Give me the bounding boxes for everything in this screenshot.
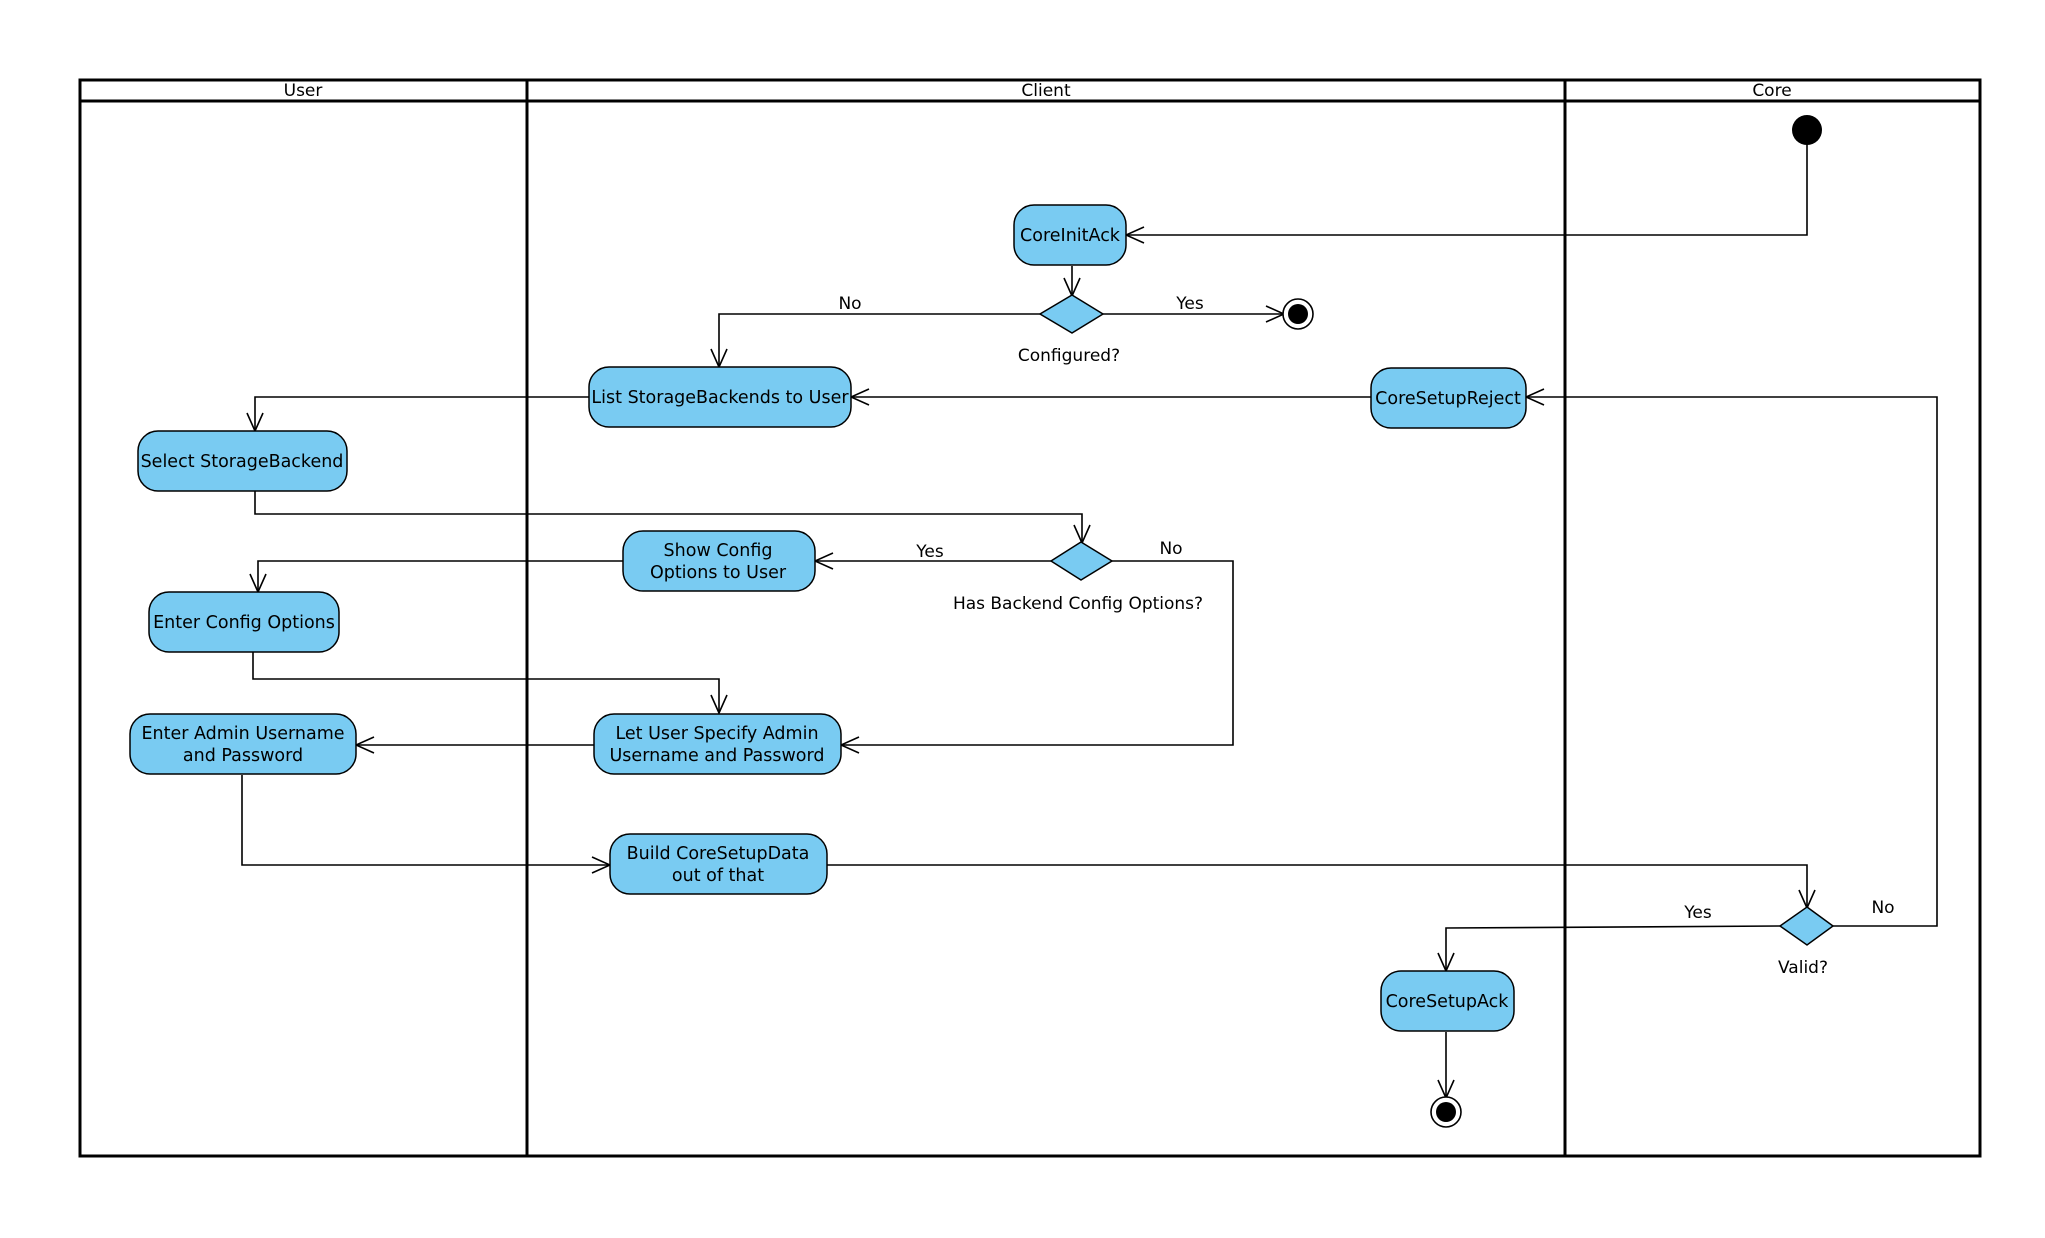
lane-title-client: Client bbox=[1021, 81, 1071, 101]
flow-configured-no bbox=[719, 313, 1040, 367]
flow-decision-no bbox=[841, 560, 1234, 745]
control-flows bbox=[241, 142, 1938, 1098]
flow-list-to-select bbox=[255, 396, 589, 431]
guard-configured-yes: Yes bbox=[1175, 294, 1204, 314]
guard-config-options-no: No bbox=[1159, 539, 1182, 559]
initial-node bbox=[1792, 115, 1822, 145]
flow-show-to-enter-config bbox=[258, 560, 623, 592]
final-node-configured-dot bbox=[1288, 304, 1308, 324]
decision-has-config-options bbox=[1049, 541, 1114, 581]
action-label-line-2: Options to User bbox=[650, 563, 787, 583]
lane-title-core: Core bbox=[1752, 81, 1791, 101]
decision-label-configured: Configured? bbox=[1018, 346, 1120, 366]
action-label: Select StorageBackend bbox=[141, 452, 344, 472]
action-show-config-options: Show Config Options to User bbox=[622, 530, 816, 592]
decision-label-valid: Valid? bbox=[1778, 958, 1828, 978]
action-label: List StorageBackends to User bbox=[591, 388, 849, 408]
action-enter-admin-credentials: Enter Admin Username and Password bbox=[129, 713, 357, 775]
action-label: CoreSetupReject bbox=[1375, 389, 1521, 409]
guard-valid-yes: Yes bbox=[1683, 903, 1712, 923]
flow-build-to-valid bbox=[827, 864, 1807, 908]
swimlane-frame bbox=[78, 78, 1982, 1158]
action-core-setup-ack: CoreSetupAck bbox=[1380, 970, 1515, 1032]
action-build-core-setup-data: Build CoreSetupData out of that bbox=[609, 833, 828, 895]
action-label: CoreInitAck bbox=[1020, 226, 1121, 246]
action-label-line-2: out of that bbox=[672, 866, 764, 886]
action-label: Enter Config Options bbox=[153, 613, 335, 633]
action-label-line-1: Show Config bbox=[664, 541, 773, 561]
action-core-init-ack: CoreInitAck bbox=[1013, 204, 1127, 266]
decision-nodes: Configured? Has Backend Config Options? … bbox=[953, 294, 1835, 978]
flow-enter-config-to-specify bbox=[252, 652, 719, 713]
flow-valid-yes bbox=[1446, 925, 1781, 971]
decision-label-has-config-options: Has Backend Config Options? bbox=[953, 594, 1203, 614]
flow-select-to-decision bbox=[254, 491, 1082, 543]
decision-valid bbox=[1778, 906, 1835, 946]
action-list-storage-backends: List StorageBackends to User bbox=[588, 366, 852, 428]
flow-start-to-coreinitack bbox=[1126, 142, 1808, 235]
guard-config-options-yes: Yes bbox=[915, 542, 944, 562]
flow-valid-no bbox=[1526, 397, 1938, 927]
action-select-storage-backend: Select StorageBackend bbox=[137, 430, 348, 492]
action-label-line-1: Build CoreSetupData bbox=[627, 844, 810, 864]
action-enter-config-options: Enter Config Options bbox=[148, 591, 340, 653]
guard-labels: No Yes Yes No Yes No bbox=[838, 294, 1894, 923]
decision-configured bbox=[1038, 294, 1105, 334]
action-nodes: CoreInitAck List StorageBackends to User… bbox=[129, 204, 1527, 1032]
terminal-nodes bbox=[1282, 115, 1822, 1128]
action-label-line-1: Enter Admin Username bbox=[141, 724, 344, 744]
swimlanes: User Client Core bbox=[78, 78, 1982, 1158]
action-label-line-1: Let User Specify Admin bbox=[615, 724, 818, 744]
action-specify-admin-credentials: Let User Specify Admin Username and Pass… bbox=[593, 713, 842, 775]
flow-enter-admin-to-build bbox=[241, 775, 610, 865]
action-label-line-2: Username and Password bbox=[610, 746, 825, 766]
action-label: CoreSetupAck bbox=[1386, 992, 1510, 1012]
action-label-line-2: and Password bbox=[183, 746, 303, 766]
guard-valid-no: No bbox=[1871, 898, 1894, 918]
guard-configured-no: No bbox=[838, 294, 861, 314]
lane-title-user: User bbox=[284, 81, 323, 101]
final-node-setup-dot bbox=[1436, 1102, 1456, 1122]
action-core-setup-reject: CoreSetupReject bbox=[1370, 367, 1527, 429]
